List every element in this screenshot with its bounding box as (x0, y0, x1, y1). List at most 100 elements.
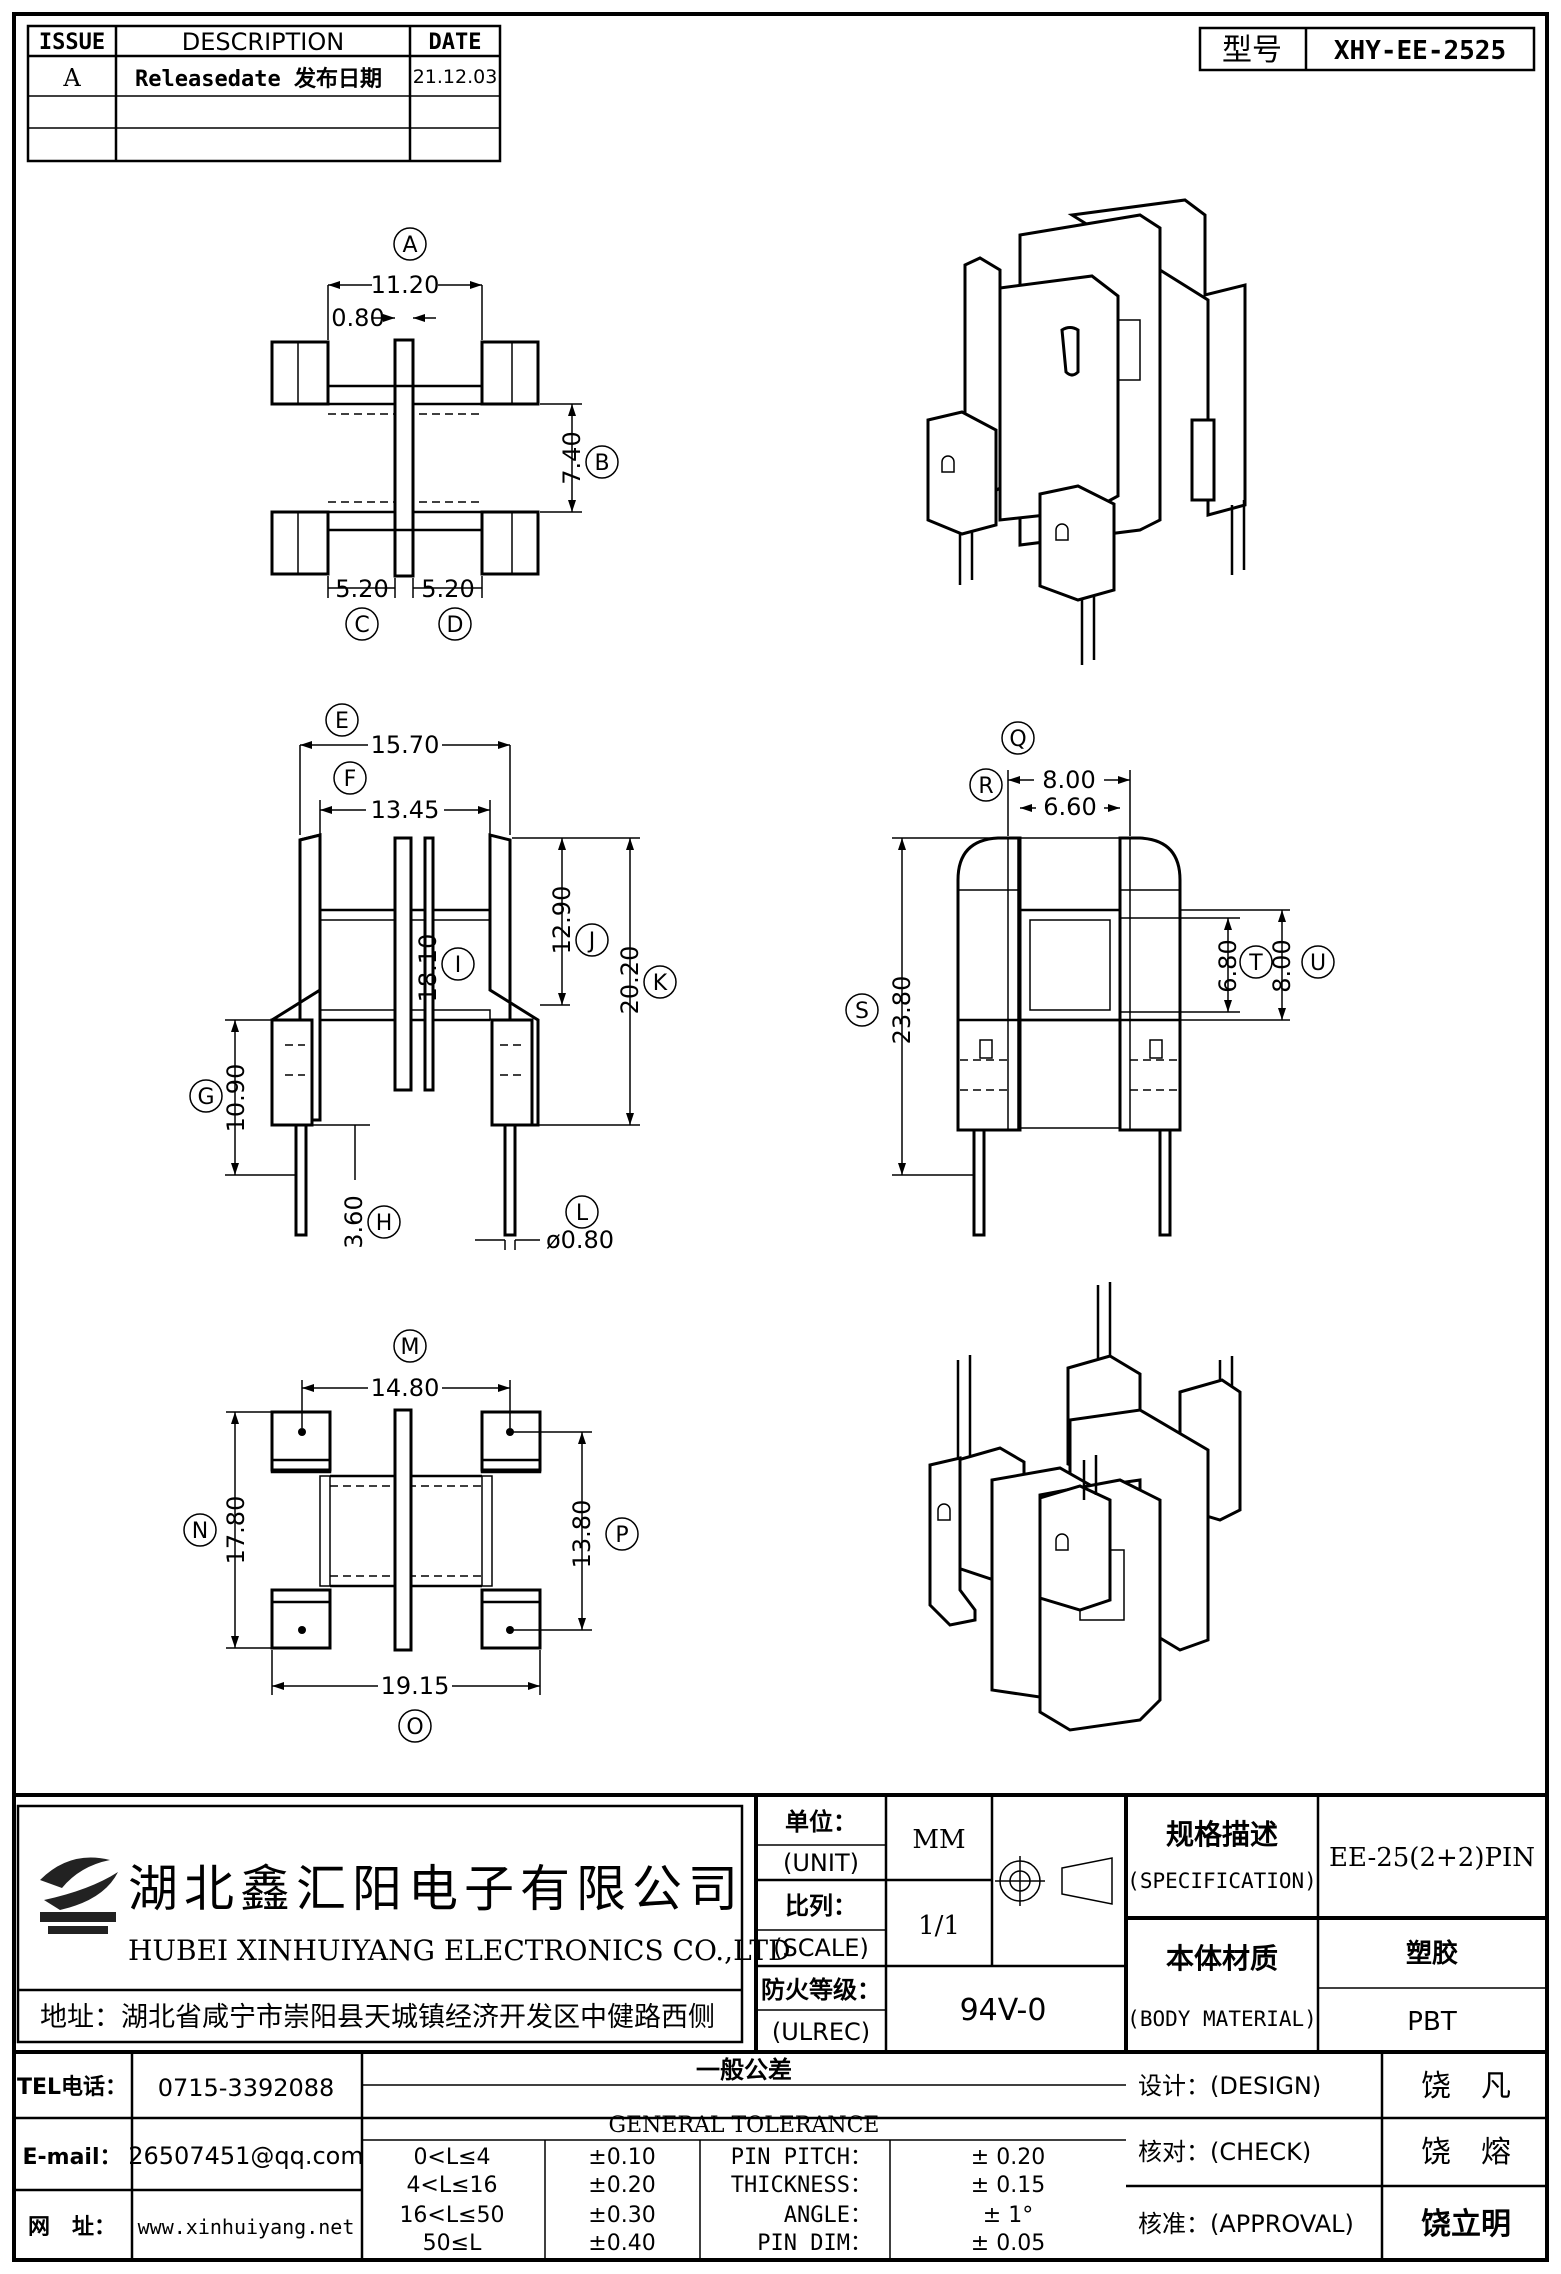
dim-L-value: ø0.80 (546, 1226, 614, 1254)
dim-S-value: 23.80 (888, 976, 916, 1045)
dim-T-value: 6.80 (1214, 939, 1242, 992)
tol-value-2: ±0.20 (588, 2173, 655, 2198)
tolerance-title-cn: 一般公差 (696, 2056, 792, 2084)
check-label: 核对：(CHECK) (1138, 2138, 1311, 2166)
dim-D-value: 5.20 (421, 575, 474, 603)
balloon-G: G (197, 1085, 214, 1110)
tol-item-value-4: ± 0.05 (971, 2231, 1045, 2256)
approval-value: 饶立明 (1421, 2207, 1511, 2242)
balloon-P: P (615, 1523, 628, 1548)
spec-label-cn: 规格描述 (1166, 1818, 1278, 1851)
rev-header-date: DATE (429, 30, 482, 55)
spec-value: EE-25(2+2)PIN (1329, 1843, 1535, 1873)
dim-E-value: 15.70 (371, 731, 440, 759)
balloon-R: R (978, 774, 993, 799)
rev-header-issue: ISSUE (39, 30, 105, 55)
tol-item-2: THICKNESS： (731, 2173, 872, 2198)
unit-label-cn: 单位： (785, 1808, 857, 1836)
web-value: www.xinhuiyang.net (138, 2215, 355, 2239)
sheet-frame (12, 12, 1549, 2262)
material-label-en: (BODY MATERIAL) (1127, 2007, 1317, 2031)
tol-value-4: ±0.40 (588, 2231, 655, 2256)
tol-range-1: 0<L≤4 (413, 2145, 490, 2170)
unit-value: MM (912, 1825, 965, 1855)
dim-J-value: 12.90 (548, 886, 576, 955)
dim-A-value: 11.20 (371, 271, 440, 299)
material-value: PBT (1407, 2007, 1457, 2037)
tol-value-1: ±0.10 (588, 2145, 655, 2170)
projection-symbol (995, 1856, 1113, 1906)
balloon-C: C (354, 613, 369, 638)
company-address: 地址：湖北省咸宁市崇阳县天城镇经济开发区中健路西侧 (40, 2002, 715, 2033)
check-value: 饶 熔 (1421, 2135, 1511, 2170)
dim-G-value: 10.90 (222, 1064, 250, 1133)
balloon-J: J (587, 929, 596, 954)
email-label: E-mail： (22, 2145, 121, 2170)
dim-pin-value: 0.80 (331, 304, 384, 332)
dim-H-value: 3.60 (340, 1195, 368, 1248)
rev-row-issue: A (62, 64, 81, 92)
model-label: 型号 (1222, 33, 1282, 68)
balloon-I: I (455, 953, 462, 978)
rev-header-description: DESCRIPTION (182, 28, 344, 56)
iso-view-top (926, 198, 1247, 665)
model-value: XHY-EE-2525 (1334, 36, 1506, 66)
balloon-Q: Q (1009, 727, 1026, 752)
balloon-N: N (192, 1519, 208, 1544)
front-view: 15.70 E 13.45 F 18.10 I 12.90 J 20.20 K (189, 703, 677, 1254)
material-value-cn: 塑胶 (1406, 1938, 1458, 1969)
balloon-T: T (1248, 951, 1263, 976)
balloon-O: O (406, 1715, 423, 1740)
balloon-F: F (344, 767, 357, 792)
tol-item-4: PIN DIM： (757, 2231, 872, 2256)
design-value: 饶 凡 (1421, 2069, 1511, 2104)
dim-N-value: 17.80 (222, 1496, 250, 1565)
title-block: 湖北鑫汇阳电子有限公司 HUBEI XINHUIYANG ELECTRONICS… (14, 1793, 1547, 2260)
tolerance-items: PIN PITCH： ± 0.20 THICKNESS： ± 0.15 ANGL… (731, 2145, 1045, 2256)
tol-value-3: ±0.30 (588, 2203, 655, 2228)
dim-O-value: 19.15 (381, 1672, 450, 1700)
spec-label-en: (SPECIFICATION) (1127, 1869, 1317, 1893)
email-value: 26507451@qq.com (128, 2142, 364, 2170)
iso-view-bottom (928, 1282, 1242, 1732)
balloon-S: S (855, 999, 869, 1024)
scale-value: 1/1 (918, 1911, 960, 1941)
balloon-M: M (401, 1335, 420, 1360)
balloon-E: E (335, 709, 349, 734)
dim-Q-value: 8.00 (1042, 766, 1095, 794)
balloon-B: B (594, 451, 609, 476)
tolerance-title-en: GENERAL TOLERANCE (609, 2113, 880, 2138)
balloon-K: K (653, 971, 668, 996)
model-box: 型号 XHY-EE-2525 (1198, 26, 1536, 72)
tolerance-ranges: 0<L≤4 ±0.10 4<L≤16 ±0.20 16<L≤50 ±0.30 5… (399, 2145, 655, 2256)
balloon-A: A (402, 233, 417, 258)
bottom-view: 14.80 M 17.80 N 13.80 P 19.15 O (183, 1329, 639, 1743)
tol-range-4: 50≤L (423, 2231, 482, 2256)
approval-label: 核准：(APPROVAL) (1138, 2210, 1354, 2238)
unit-label-en: (UNIT) (783, 1849, 859, 1877)
company-logo (40, 1857, 118, 1934)
tel-label: TEL电话： (17, 2075, 127, 2100)
tol-range-2: 4<L≤16 (406, 2173, 497, 2198)
dim-F-value: 13.45 (371, 796, 440, 824)
web-label: 网 址： (28, 2215, 116, 2240)
tol-item-value-2: ± 0.15 (971, 2173, 1045, 2198)
side-view: 8.00 Q 6.60 R 23.80 S 6.80 T 8.00 (845, 721, 1335, 1237)
company-name-en: HUBEI XINHUIYANG ELECTRONICS CO.,LTD (128, 1934, 791, 1967)
ulrec-label-cn: 防火等级： (761, 1976, 881, 2004)
dim-M-value: 14.80 (371, 1374, 440, 1402)
balloon-U: U (1310, 951, 1326, 976)
ulrec-value: 94V-0 (960, 1993, 1047, 2028)
dim-R-value: 6.60 (1043, 793, 1096, 821)
dim-P-value: 13.80 (568, 1500, 596, 1569)
balloon-H: H (376, 1211, 393, 1236)
tol-item-1: PIN PITCH： (731, 2145, 872, 2170)
scale-label-cn: 比列： (785, 1892, 857, 1920)
balloon-L: L (576, 1201, 589, 1226)
scale-label-en: (SCALE) (773, 1934, 869, 1962)
rev-row-date: 21.12.03 (413, 66, 498, 88)
dim-U-value: 8.00 (1268, 939, 1296, 992)
top-view: 11.20 A 0.80 7.40 B 5.20 5.20 C D (270, 227, 619, 641)
revision-table: ISSUE DESCRIPTION DATE A Releasedate 发布日… (26, 24, 502, 163)
